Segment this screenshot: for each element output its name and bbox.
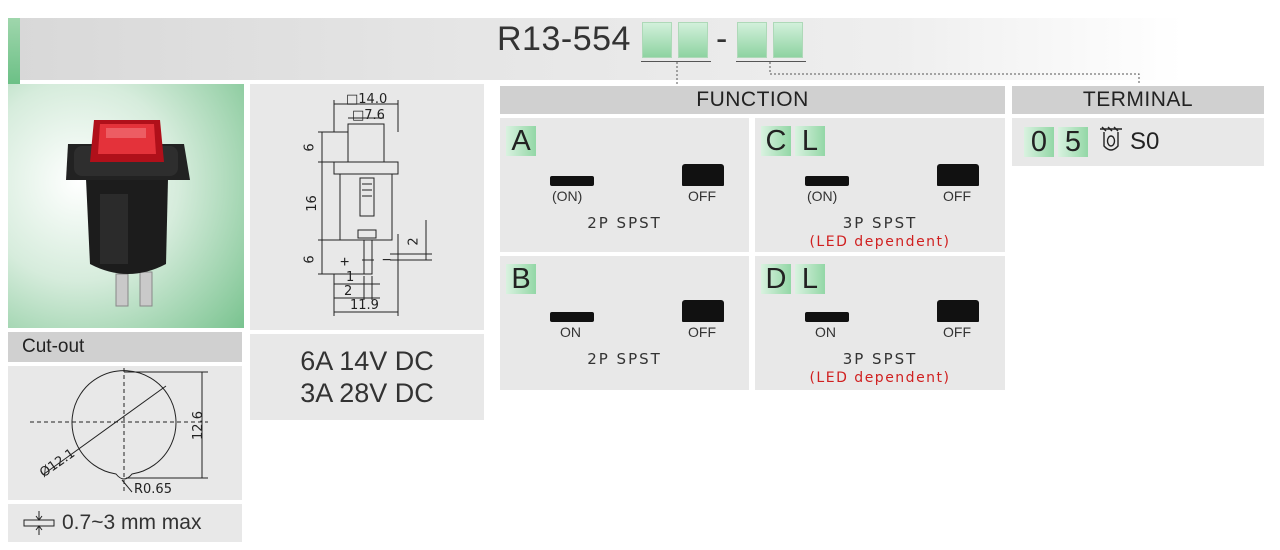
dim-terminal-pitch: 2 xyxy=(344,284,353,299)
terminal-header: TERMINAL xyxy=(1012,86,1264,114)
switch-off-icon xyxy=(682,300,724,322)
switch-momentary-icon xyxy=(805,176,849,186)
terminal-code: S0 xyxy=(1130,128,1160,155)
dimension-drawing-panel: □14.0 □7.6 6 16 6 2 1 2 11.9 + − xyxy=(250,84,484,330)
cutout-drawing-panel: Ø12.1 12.6 R0.65 xyxy=(8,366,242,500)
code-underline-function xyxy=(641,61,711,62)
switch-right-state: OFF xyxy=(688,188,716,204)
dim-inner-width: □7.6 xyxy=(352,108,385,123)
switch-momentary-icon xyxy=(550,176,594,186)
switch-on-icon xyxy=(550,312,594,322)
function-description: 3P SPST xyxy=(842,350,918,368)
solder-lug-icon xyxy=(1100,126,1122,151)
code-box-function-2 xyxy=(678,22,708,58)
rating-line-2: 3A 28V DC xyxy=(300,378,434,408)
switch-off-icon xyxy=(937,300,979,322)
rating-line-1: 6A 14V DC xyxy=(300,346,434,376)
panel-thickness-text: 0.7~3 mm max xyxy=(62,511,202,534)
terminal-digit-1: 0 xyxy=(1024,126,1054,158)
function-option-cl: C L (ON) OFF 3P SPST (LED dependent) xyxy=(755,118,1005,252)
dim-terminal-gap: 1 xyxy=(346,270,355,285)
cutout-height: 12.6 xyxy=(190,411,206,440)
switch-left-state: (ON) xyxy=(552,188,583,204)
switch-right-state: OFF xyxy=(943,188,971,204)
code-box-function-1 xyxy=(642,22,672,58)
dim-terminal-height: 6 xyxy=(302,255,318,264)
led-dependent-note: (LED dependent) xyxy=(809,370,951,386)
cutout-drawing xyxy=(30,368,208,493)
function-option-a: A (ON) OFF 2P SPST xyxy=(500,118,749,252)
cutout-radius: R0.65 xyxy=(134,482,172,497)
dim-body-height: 16 xyxy=(304,195,320,212)
switch-right-state: OFF xyxy=(688,324,716,340)
panel-thickness-row: 0.7~3 mm max xyxy=(8,504,242,542)
switch-on-icon xyxy=(805,312,849,322)
ratings-panel: 6A 14V DC 3A 28V DC xyxy=(250,334,484,420)
switch-right-state: OFF xyxy=(943,324,971,340)
dim-width: □14.0 xyxy=(346,92,388,107)
terminal-digit-2: 5 xyxy=(1058,126,1088,158)
part-number-dash: - xyxy=(716,20,728,58)
switch-left-state: ON xyxy=(815,324,836,340)
function-code-letter: C xyxy=(761,125,791,157)
header-accent-stripe xyxy=(8,18,20,84)
polarity-plus: + xyxy=(340,254,350,271)
led-dependent-note: (LED dependent) xyxy=(809,234,951,250)
dim-terminal-offset: 2 xyxy=(406,237,422,246)
dim-cap-height: 6 xyxy=(302,143,318,152)
function-description: 2P SPST xyxy=(587,214,662,232)
function-option-dl: D L ON OFF 3P SPST (LED dependent) xyxy=(755,256,1005,390)
part-number: R13-554 xyxy=(497,20,631,58)
terminal-option-05: 0 5 S0 xyxy=(1012,118,1264,166)
function-code-letter: D xyxy=(761,263,791,295)
cutout-header: Cut-out xyxy=(8,332,242,362)
header-bar xyxy=(8,18,1183,80)
function-option-b: B ON OFF 2P SPST xyxy=(500,256,749,390)
function-code-letter: B xyxy=(506,263,536,295)
code-underline-terminal xyxy=(736,61,806,62)
function-description: 2P SPST xyxy=(587,350,662,368)
panel-thickness-icon xyxy=(23,511,55,535)
switch-left-state: (ON) xyxy=(807,188,838,204)
dimension-drawing xyxy=(318,100,432,316)
product-photo xyxy=(8,84,244,328)
switch-off-icon xyxy=(937,164,979,186)
function-description: 3P SPST xyxy=(842,214,918,232)
code-box-terminal-1 xyxy=(737,22,767,58)
polarity-minus: − xyxy=(382,252,392,269)
switch-image xyxy=(66,120,190,307)
code-box-terminal-2 xyxy=(773,22,803,58)
dim-overall-depth: 11.9 xyxy=(350,298,379,313)
switch-left-state: ON xyxy=(560,324,581,340)
function-header: FUNCTION xyxy=(500,86,1005,114)
switch-off-icon xyxy=(682,164,724,186)
function-led-letter: L xyxy=(795,263,825,295)
function-led-letter: L xyxy=(795,125,825,157)
function-code-letter: A xyxy=(506,125,536,157)
leader-lines xyxy=(676,62,1140,84)
